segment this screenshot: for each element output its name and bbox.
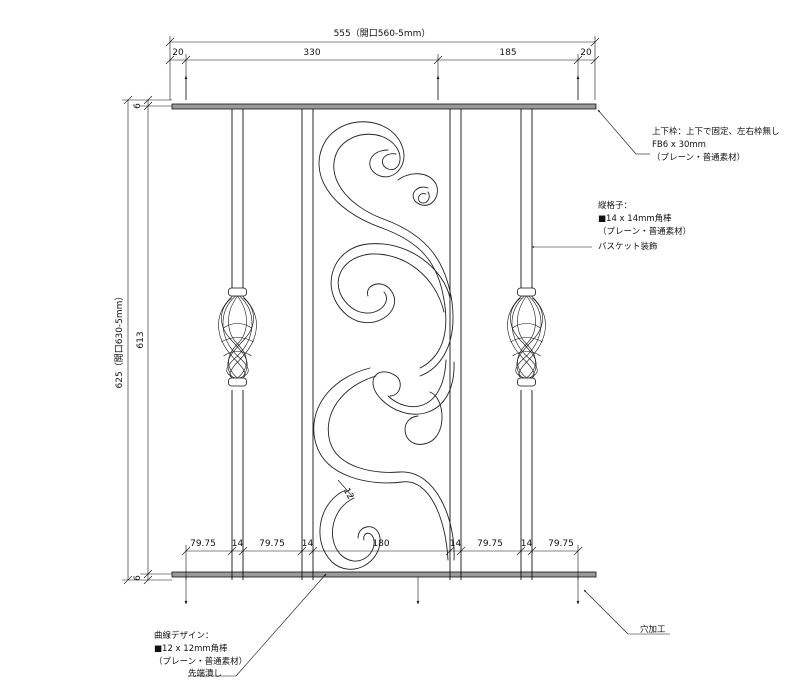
vertical-bars-note-line-1: 縦格子： bbox=[598, 200, 632, 211]
frame-note-line-3: （プレーン・普通素材） bbox=[652, 152, 745, 163]
top-rail-thickness: 6 bbox=[133, 103, 143, 109]
bottom-dim-3: 79.75 bbox=[259, 539, 285, 549]
basket-ornament-right bbox=[507, 287, 546, 387]
top-rail bbox=[171, 103, 597, 110]
holes-note: 穴加工 bbox=[583, 589, 670, 635]
bottom-dim-9: 79.75 bbox=[548, 539, 574, 549]
top-dim-right-margin: 20 bbox=[580, 48, 592, 58]
vertical-bars-note: 縦格子： ■14 x 14mm角棒 （プレーン・普通素材） バスケット装飾 bbox=[531, 200, 691, 252]
overall-width-dimension: 555（開口560-5mm） bbox=[165, 28, 600, 100]
scroll-note-line-4: 先端潰し bbox=[188, 668, 222, 679]
height-dimensions: 625（開口630-5mm） 613 6 6 bbox=[114, 95, 172, 585]
vertical-bars-note-line-2: ■14 x 14mm角棒 bbox=[598, 213, 672, 224]
bottom-dim-7: 79.75 bbox=[477, 539, 503, 549]
scroll-note-line-1: 曲線デザイン： bbox=[154, 630, 214, 641]
scroll-note-line-3: （プレーン・普通素材） bbox=[154, 656, 247, 667]
inner-height-label: 613 bbox=[136, 331, 146, 348]
top-segment-dimensions: 20 330 185 20 bbox=[165, 48, 600, 100]
bottom-rail-thickness: 6 bbox=[133, 575, 143, 581]
bottom-hole-arrows bbox=[184, 577, 580, 605]
vertical-bars-note-line-3: （プレーン・普通素材） bbox=[598, 226, 691, 237]
scroll-note-line-2: ■12 x 12mm角棒 bbox=[154, 643, 228, 654]
top-hole-arrows bbox=[184, 75, 580, 100]
top-dim-middle: 330 bbox=[303, 48, 320, 58]
overall-width-label: 555（開口560-5mm） bbox=[334, 28, 431, 39]
top-dim-right: 185 bbox=[499, 48, 516, 58]
frame-note-line-1: 上下枠：上下で固定、左右枠無し bbox=[652, 126, 780, 137]
bottom-dim-8: 14 bbox=[521, 539, 533, 549]
bottom-dim-6: 14 bbox=[450, 539, 462, 549]
bottom-dim-4: 14 bbox=[302, 539, 314, 549]
scroll-note: 曲線デザイン： ■12 x 12mm角棒 （プレーン・普通素材） 先端潰し bbox=[154, 573, 327, 679]
frame-note-line-2: FB6 x 30mm bbox=[652, 140, 706, 150]
holes-note-label: 穴加工 bbox=[640, 624, 666, 635]
bottom-segment-dimensions: 79.75 14 79.75 14 180 14 79.75 14 79.75 bbox=[181, 539, 583, 580]
basket-ornament-left bbox=[218, 287, 257, 387]
scroll-design: 12 bbox=[313, 121, 455, 570]
top-dim-left-margin: 20 bbox=[172, 48, 184, 58]
overall-height-label: 625（開口630-5mm） bbox=[114, 292, 125, 389]
bottom-rail bbox=[171, 571, 597, 578]
bottom-dim-1: 79.75 bbox=[190, 539, 216, 549]
bottom-dim-5: 180 bbox=[372, 539, 389, 549]
bottom-dim-2: 14 bbox=[232, 539, 244, 549]
vertical-bars bbox=[231, 109, 533, 580]
scroll-bar-size-label: 12 bbox=[341, 487, 355, 502]
frame-note: 上下枠：上下で固定、左右枠無し FB6 x 30mm （プレーン・普通素材） bbox=[597, 109, 780, 163]
vertical-bars-note-line-4: バスケット装飾 bbox=[598, 241, 658, 252]
